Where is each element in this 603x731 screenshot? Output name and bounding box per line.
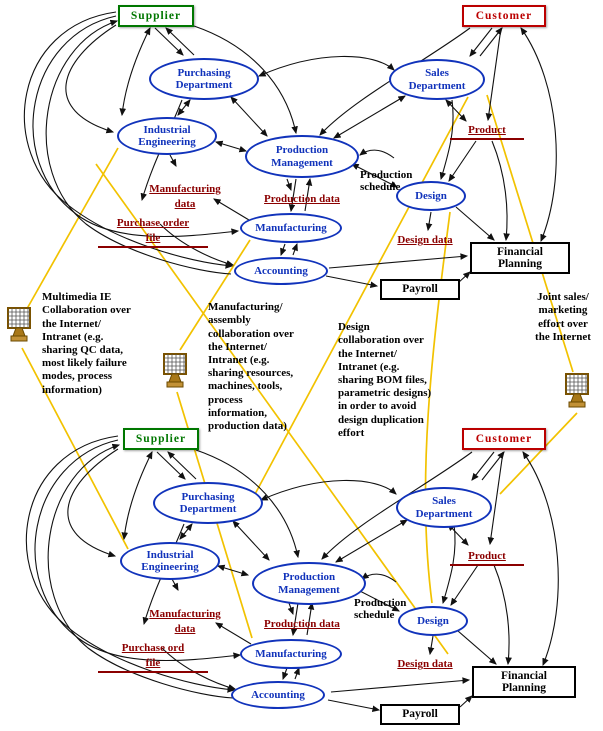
industrial-label: Industrial Engineering — [138, 123, 196, 148]
customer-box-top: Customer — [462, 5, 546, 27]
production-schedule-label: Production schedule — [354, 597, 407, 622]
purchase-order-file-datastore-top: Purchase order file — [98, 202, 208, 248]
production-mgmt-label: Production Management — [278, 571, 340, 596]
design-ellipse-bottom: Design — [398, 606, 468, 636]
design-data-datastore-top: Design data — [388, 233, 462, 247]
computer-icon-middle — [162, 352, 188, 397]
note-ie-text: Multimedia IE Collaboration over the Int… — [42, 291, 131, 396]
design-data-label: Design data — [397, 658, 453, 670]
design-label: Design — [417, 614, 449, 627]
note-design-collaboration: Design collaboration over the Internet/ … — [338, 308, 456, 440]
production-data-label: Production data — [264, 193, 340, 205]
purchasing-ellipse-bottom: Purchasing Department — [153, 482, 263, 524]
supplier-box-top: Supplier — [118, 5, 194, 27]
production-data-label: Production data — [264, 618, 340, 630]
design-data-label: Design data — [397, 234, 453, 246]
production-management-ellipse-bottom: Production Management — [252, 562, 366, 605]
note-manufacturing-collaboration: Manufacturing/ assembly collaboration ov… — [208, 288, 320, 433]
sales-label: Sales Department — [408, 67, 466, 92]
industrial-label: Industrial Engineering — [141, 548, 199, 573]
customer-label: Customer — [475, 9, 533, 22]
design-data-datastore-bottom: Design data — [388, 657, 462, 671]
sales-label: Sales Department — [415, 495, 473, 520]
computer-icon-left — [6, 306, 32, 351]
industrial-engineering-ellipse-bottom: Industrial Engineering — [120, 542, 220, 580]
accounting-ellipse-bottom: Accounting — [231, 681, 325, 709]
customer-label: Customer — [475, 432, 533, 445]
customer-box-bottom: Customer — [462, 428, 546, 450]
design-label: Design — [415, 189, 447, 202]
product-datastore-bottom: Product — [450, 549, 524, 567]
product-label: Product — [468, 124, 506, 136]
production-mgmt-label: Production Management — [271, 144, 333, 169]
sales-ellipse-bottom: Sales Department — [396, 487, 492, 528]
design-ellipse-top: Design — [396, 181, 466, 211]
computer-icon-right — [564, 372, 590, 417]
industrial-engineering-ellipse-top: Industrial Engineering — [117, 117, 217, 155]
financial-planning-label: Financial Planning — [500, 669, 547, 694]
sales-ellipse-top: Sales Department — [389, 59, 485, 100]
note-sales-text: Joint sales/ marketing effort over the I… — [535, 291, 591, 343]
note-ie-collaboration: Multimedia IE Collaboration over the Int… — [42, 278, 162, 397]
financial-planning-box-top: Financial Planning — [470, 242, 570, 274]
purchase-file-label: Purchase ord file — [121, 642, 185, 669]
payroll-label: Payroll — [402, 708, 438, 721]
product-datastore-top: Product — [450, 123, 524, 141]
manufacturing-label: Manufacturing — [255, 647, 327, 660]
accounting-label: Accounting — [254, 264, 308, 277]
production-management-ellipse-top: Production Management — [245, 135, 359, 178]
manufacturing-label: Manufacturing — [255, 221, 327, 234]
production-schedule-text-bottom: Production schedule — [354, 585, 430, 621]
purchase-file-label: Purchase order file — [116, 217, 190, 244]
note-design-text: Design collaboration over the Internet/ … — [338, 321, 432, 439]
purchasing-ellipse-top: Purchasing Department — [149, 58, 259, 100]
manufacturing-data-label: Manufacturing data — [149, 608, 221, 635]
production-schedule-text-top: Production schedule — [360, 157, 430, 193]
purchase-order-file-datastore-bottom: Purchase ord file — [98, 627, 208, 673]
payroll-box-top: Payroll — [380, 279, 460, 300]
supplier-box-bottom: Supplier — [123, 428, 199, 450]
accounting-ellipse-top: Accounting — [234, 257, 328, 285]
manufacturing-ellipse-top: Manufacturing — [240, 213, 342, 243]
manufacturing-data-datastore-top: Manufacturing data — [132, 168, 238, 211]
payroll-box-bottom: Payroll — [380, 704, 460, 725]
purchasing-label: Purchasing Department — [179, 490, 237, 515]
accounting-label: Accounting — [251, 688, 305, 701]
product-label: Product — [468, 550, 506, 562]
purchasing-label: Purchasing Department — [175, 66, 233, 91]
note-sales-collaboration: Joint sales/ marketing effort over the I… — [526, 278, 600, 344]
financial-planning-label: Financial Planning — [496, 245, 543, 270]
financial-planning-box-bottom: Financial Planning — [472, 666, 576, 698]
production-schedule-label: Production schedule — [360, 169, 413, 194]
supplier-label: Supplier — [135, 432, 187, 445]
payroll-label: Payroll — [402, 283, 438, 296]
production-data-datastore-top: Production data — [252, 192, 352, 206]
manufacturing-data-label: Manufacturing data — [149, 183, 221, 210]
production-data-datastore-bottom: Production data — [252, 617, 352, 631]
manufacturing-data-datastore-bottom: Manufacturing data — [132, 593, 238, 636]
manufacturing-ellipse-bottom: Manufacturing — [240, 639, 342, 669]
note-manufacturing-text: Manufacturing/ assembly collaboration ov… — [208, 301, 294, 432]
supplier-label: Supplier — [130, 9, 182, 22]
